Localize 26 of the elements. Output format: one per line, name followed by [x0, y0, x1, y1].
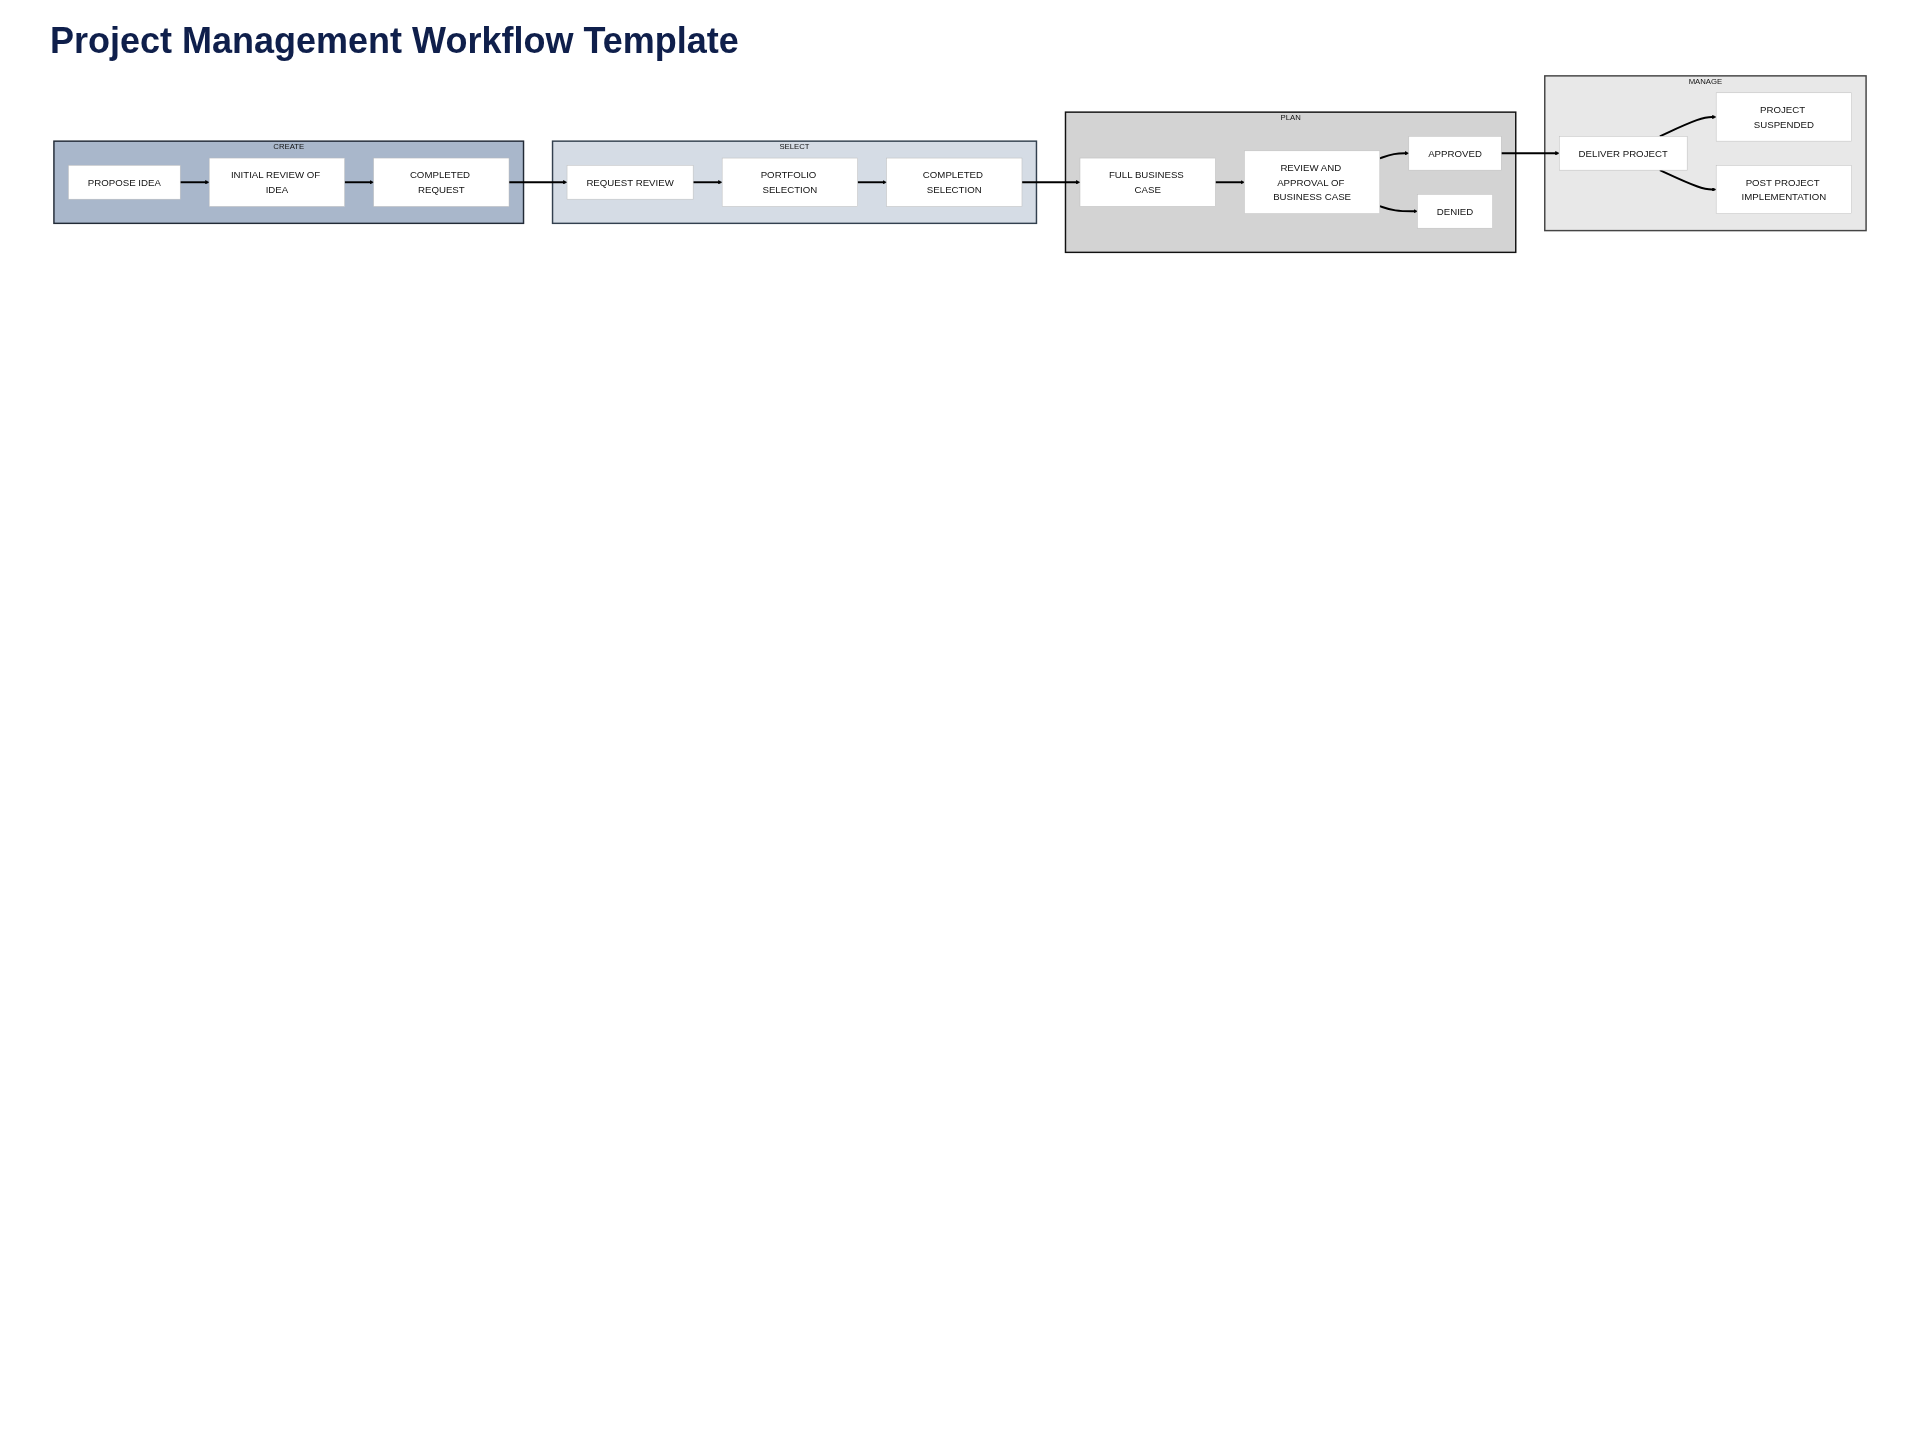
node-box: POST PROJECT IMPLEMENTATION	[1715, 165, 1852, 214]
arrow	[1214, 180, 1245, 185]
node-box: COMPLETED REQUEST	[373, 157, 510, 207]
arrow	[1658, 114, 1717, 138]
node-box: REQUEST REVIEW	[566, 165, 694, 200]
node-box: APPROVED	[1408, 136, 1502, 171]
arrow	[1658, 169, 1717, 192]
node-box: PROPOSE IDEA	[68, 165, 181, 200]
node-box: FULL BUSINESS CASE	[1079, 157, 1216, 207]
node-box: COMPLETED SELECTION	[886, 157, 1023, 207]
arrow	[508, 180, 568, 185]
arrow	[1500, 151, 1560, 156]
arrow	[1021, 180, 1081, 185]
node-box: REVIEW AND APPROVAL OF BUSINESS CASE	[1244, 150, 1381, 214]
arrow	[1378, 205, 1418, 214]
node-box: DELIVER PROJECT	[1559, 136, 1688, 171]
node-box: DENIED	[1417, 194, 1493, 229]
node-box: INITIAL REVIEW OF IDEA	[209, 157, 345, 207]
diagram-title: Project Management Workflow Template	[50, 20, 740, 62]
arrow	[856, 180, 887, 185]
arrow	[343, 180, 374, 185]
arrow	[692, 180, 723, 185]
node-box: PROJECT SUSPENDED	[1715, 92, 1852, 142]
arrow	[179, 180, 210, 185]
arrow	[1378, 151, 1409, 160]
node-box: PORTFOLIO SELECTION	[721, 157, 858, 207]
